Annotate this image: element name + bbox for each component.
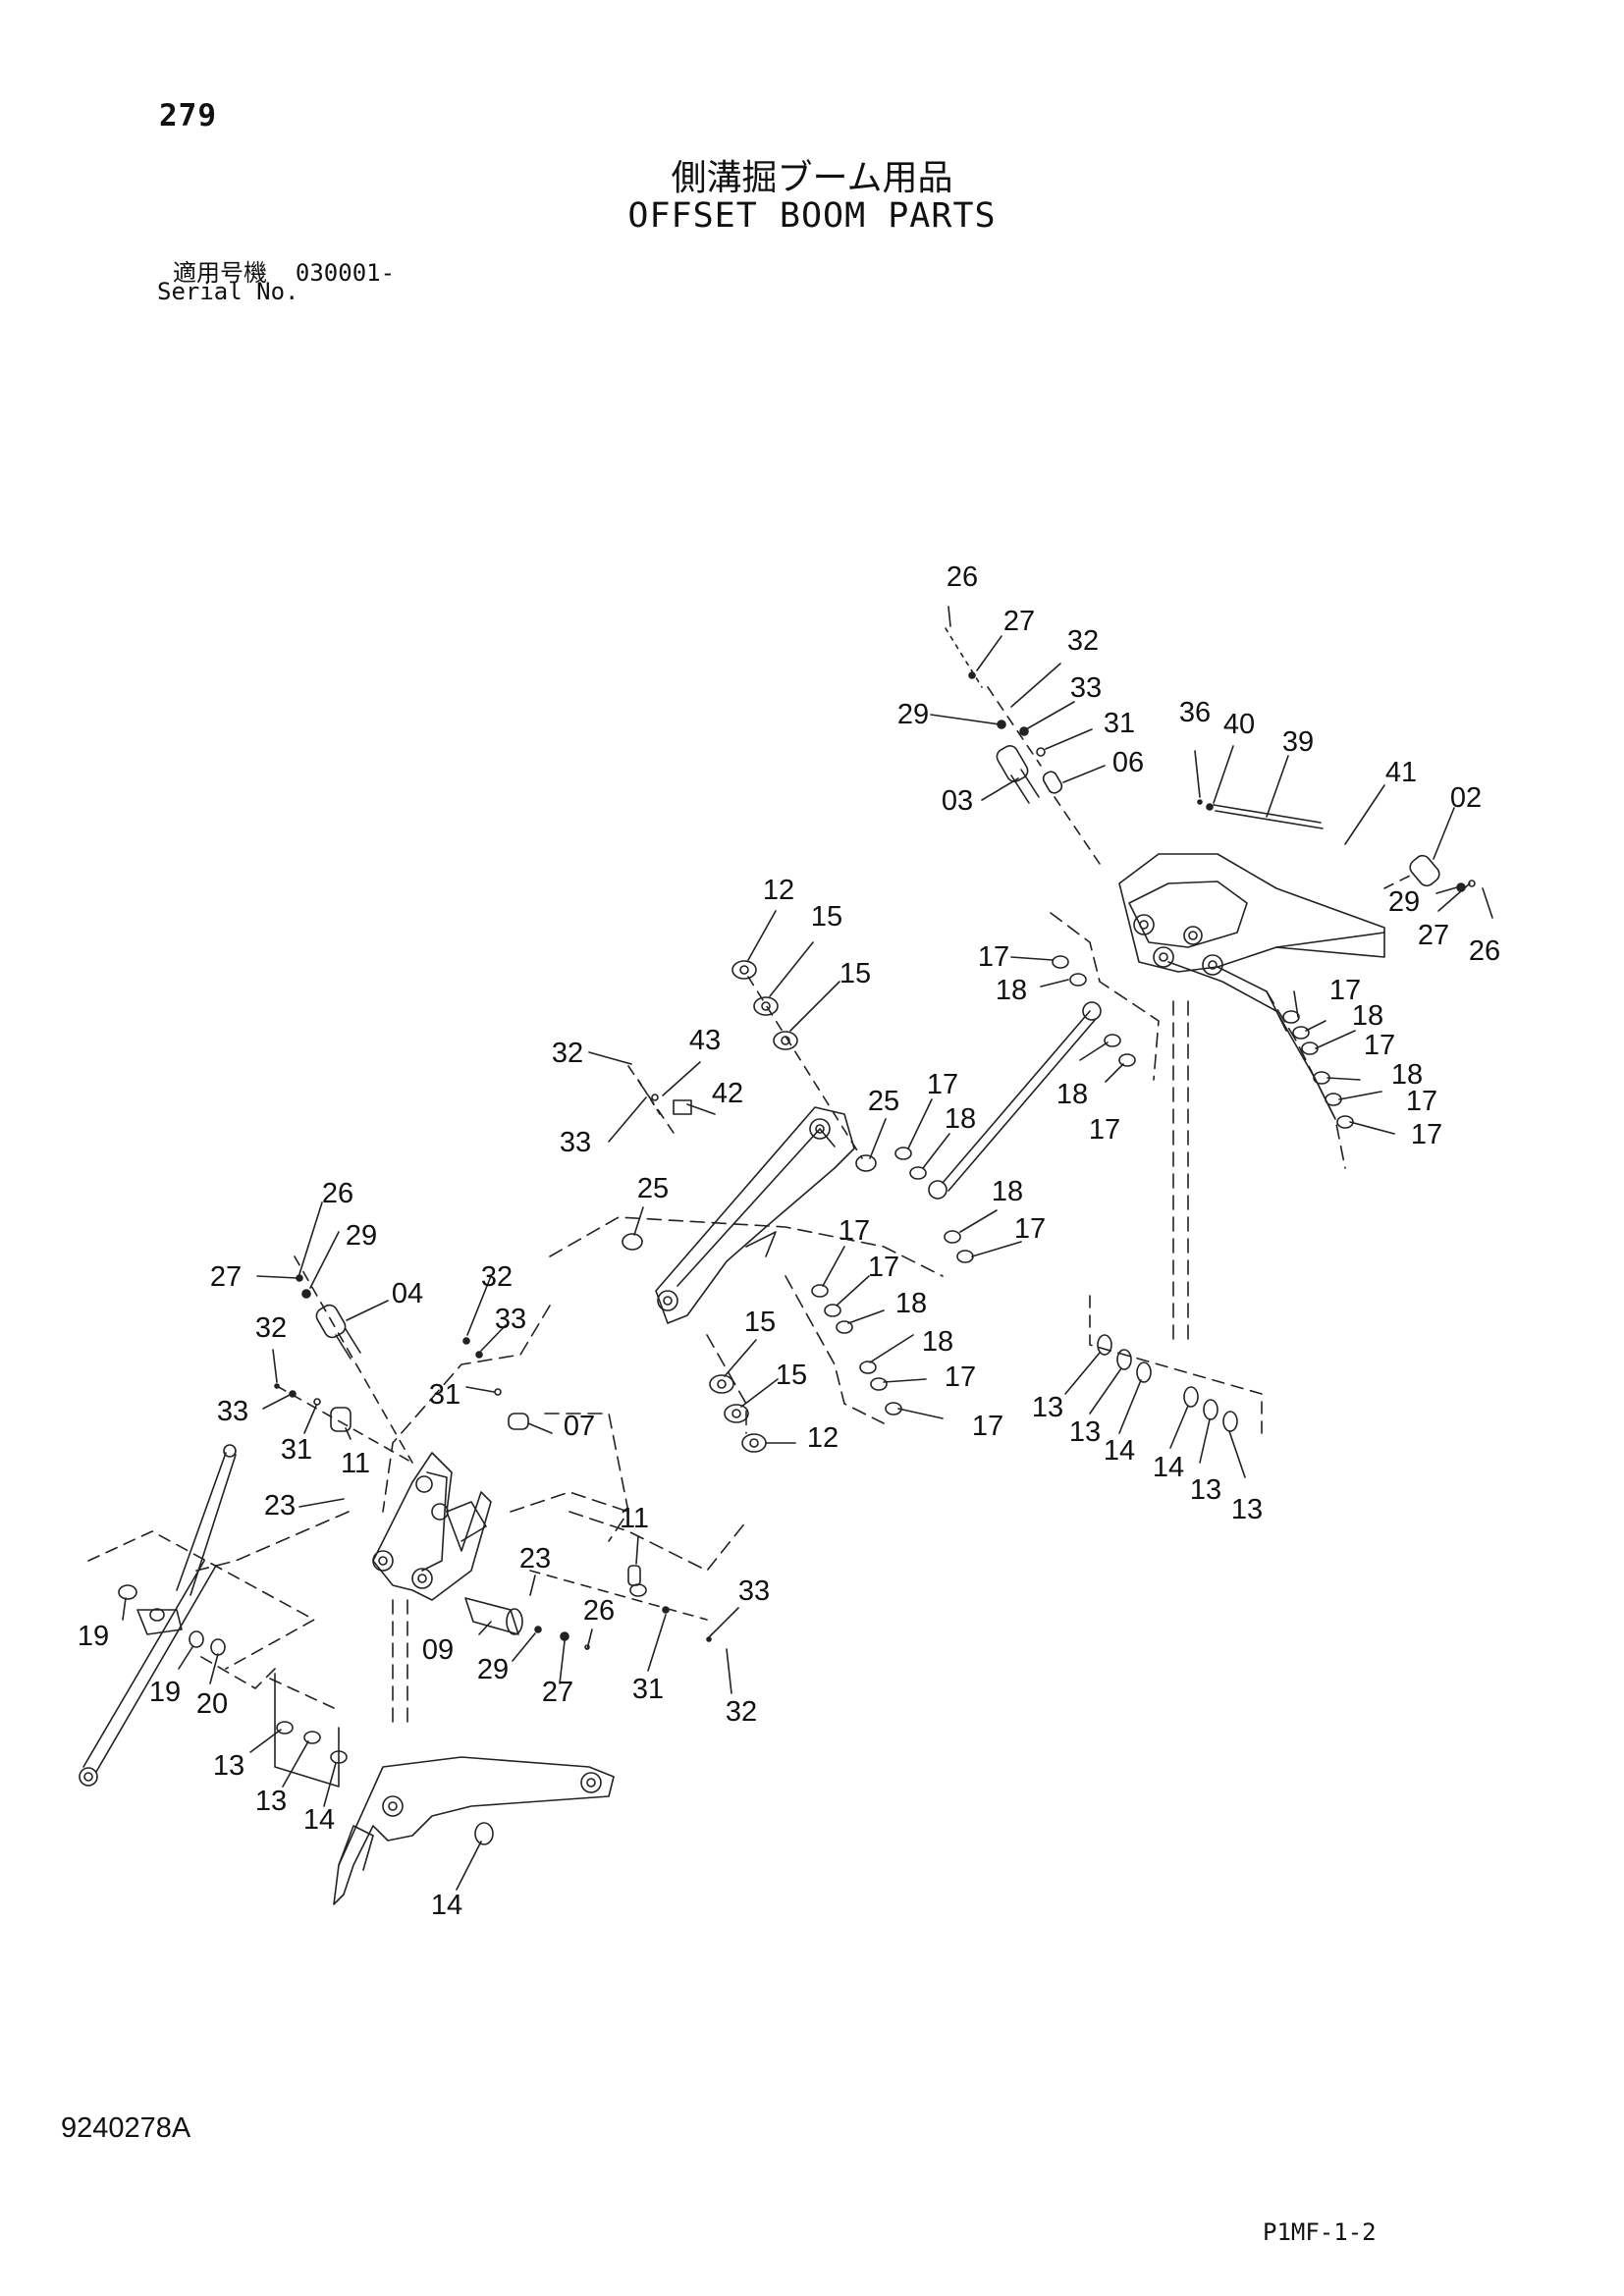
- callout-label: 23: [264, 1490, 296, 1522]
- callout-label: 27: [1003, 606, 1035, 637]
- callout-label: 17: [868, 1252, 899, 1283]
- callout-label: 12: [763, 875, 794, 906]
- serial-label-japanese: 適用号機: [173, 259, 267, 287]
- callout-label: 33: [495, 1304, 526, 1335]
- callout-label: 20: [196, 1688, 228, 1720]
- callout-label: 18: [945, 1103, 976, 1135]
- callout-label: 12: [807, 1422, 839, 1454]
- serial-value: 030001-: [295, 259, 396, 287]
- callout-label: 42: [712, 1078, 743, 1109]
- callout-label: 32: [552, 1038, 583, 1069]
- callout-label: 17: [978, 941, 1009, 973]
- callout-label: 31: [281, 1434, 312, 1466]
- callout-label: 15: [744, 1307, 776, 1338]
- page-title: OFFSET BOOM PARTS: [627, 196, 997, 236]
- callout-label: 15: [839, 958, 871, 989]
- callout-label: 13: [213, 1750, 244, 1782]
- callout-label: 15: [776, 1360, 807, 1391]
- line-art: [79, 606, 1493, 1905]
- callout-label: 19: [149, 1677, 181, 1708]
- callout-label: 40: [1223, 709, 1255, 740]
- callout-label: 11: [620, 1503, 649, 1534]
- sheet-code: P1MF-1-2: [1263, 2218, 1377, 2246]
- callout-label: 13: [1069, 1416, 1101, 1448]
- callout-label: 26: [1469, 935, 1500, 967]
- callout-label: 17: [1364, 1030, 1395, 1061]
- callout-label: 06: [1112, 747, 1144, 778]
- callout-label: 09: [422, 1634, 454, 1666]
- callout-label: 17: [839, 1215, 870, 1247]
- callout-label: 29: [477, 1654, 509, 1685]
- callout-label: 02: [1450, 782, 1482, 814]
- callout-label: 25: [868, 1086, 899, 1117]
- callout-label: 26: [322, 1178, 353, 1209]
- callout-label: 18: [992, 1176, 1023, 1207]
- callout-label: 17: [972, 1411, 1003, 1442]
- callout-label: 31: [429, 1379, 460, 1411]
- callout-label: 13: [1190, 1474, 1221, 1506]
- callout-label: 18: [1391, 1059, 1423, 1091]
- callout-label: 18: [996, 975, 1027, 1006]
- serial-applicability: 適用号機 030001-: [173, 253, 395, 288]
- callout-label: 19: [78, 1621, 109, 1652]
- callout-label: 32: [726, 1696, 757, 1728]
- callout-label: 32: [481, 1261, 513, 1293]
- callout-label: 14: [1104, 1435, 1135, 1467]
- callout-label: 26: [947, 561, 978, 593]
- callout-label: 13: [1231, 1494, 1263, 1525]
- callout-label: 31: [632, 1674, 664, 1705]
- page-number: 279: [159, 98, 217, 133]
- callout-label: 26: [583, 1595, 615, 1627]
- callout-label: 17: [945, 1362, 976, 1393]
- callout-label: 17: [1406, 1086, 1437, 1117]
- callout-label: 11: [341, 1448, 370, 1479]
- callout-label: 18: [1056, 1079, 1088, 1110]
- callout-label: 18: [922, 1326, 953, 1358]
- callout-label: 07: [564, 1411, 595, 1442]
- callout-label: 43: [689, 1025, 721, 1056]
- callout-label: 13: [1032, 1392, 1063, 1423]
- serial-label: Serial No.: [157, 278, 299, 305]
- callout-label: 17: [1089, 1114, 1120, 1146]
- callout-label: 17: [927, 1069, 958, 1100]
- callout-label: 33: [560, 1127, 591, 1158]
- callout-label: 14: [303, 1804, 335, 1836]
- callout-label: 18: [895, 1288, 927, 1319]
- callout-label: 15: [811, 901, 842, 933]
- callout-label: 32: [255, 1312, 287, 1344]
- callout-label: 29: [346, 1220, 377, 1252]
- callout-label: 04: [392, 1278, 423, 1309]
- callout-label: 18: [1352, 1000, 1383, 1032]
- callout-label: 29: [1388, 886, 1420, 918]
- callout-label: 36: [1179, 697, 1211, 728]
- page-title-japanese: 側溝掘ブーム用品: [671, 158, 953, 198]
- callout-label: 14: [431, 1890, 462, 1921]
- callout-label: 27: [210, 1261, 242, 1293]
- callout-label: 39: [1282, 726, 1314, 758]
- callout-label: 32: [1067, 625, 1099, 657]
- part-callouts: 26 27 32 33 29 31 06 03 36 40 39 41 02 2…: [78, 561, 1500, 1921]
- callout-label: 41: [1385, 757, 1417, 788]
- callout-label: 29: [897, 699, 929, 730]
- callout-label: 33: [1070, 672, 1102, 704]
- callout-label: 03: [942, 785, 973, 817]
- callout-label: 17: [1014, 1213, 1046, 1245]
- callout-label: 33: [738, 1575, 770, 1607]
- callout-label: 14: [1153, 1452, 1184, 1483]
- callout-label: 17: [1411, 1119, 1442, 1150]
- callout-label: 27: [1418, 920, 1449, 951]
- callout-label: 17: [1329, 975, 1361, 1006]
- callout-label: 27: [542, 1677, 573, 1708]
- drawing-reference-number: 9240278A: [61, 2112, 191, 2144]
- callout-label: 25: [637, 1173, 669, 1204]
- callout-label: 31: [1104, 708, 1135, 739]
- callout-label: 33: [217, 1396, 248, 1427]
- callout-label: 23: [519, 1543, 551, 1575]
- callout-label: 13: [255, 1786, 287, 1817]
